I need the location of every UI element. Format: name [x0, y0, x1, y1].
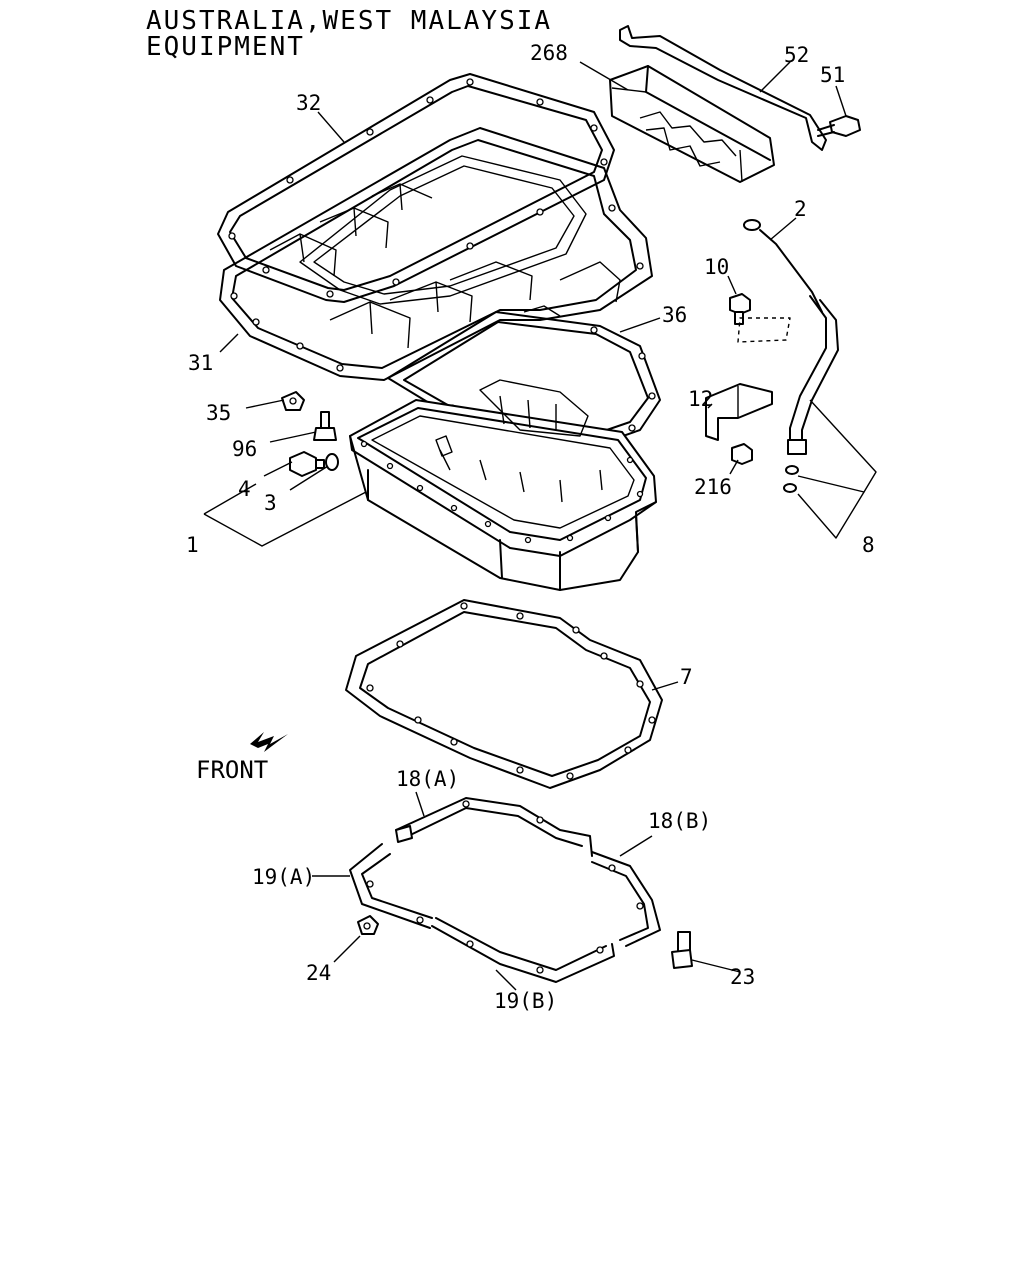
part-2-dipstick-tube [743, 219, 839, 455]
part-23-sensor [671, 931, 693, 969]
part-31-upper-oil-pan [219, 127, 653, 381]
part-8-o-rings [783, 465, 799, 493]
callout-3: 3 [264, 491, 277, 515]
part-10-bolt [729, 293, 751, 325]
callout-1: 1 [186, 533, 199, 557]
part-268-baffle [609, 65, 775, 183]
callout-2: 2 [794, 197, 807, 221]
part-1-lower-oil-pan [349, 379, 657, 591]
callout-19b: 19(B) [494, 989, 557, 1013]
callout-51: 51 [820, 63, 845, 87]
callout-4: 4 [238, 477, 251, 501]
callout-12: 12 [688, 387, 713, 411]
part-32-upper-gasket [217, 73, 615, 303]
part-51-bolt [817, 115, 861, 137]
callout-31: 31 [188, 351, 213, 375]
front-arrow-icon [250, 732, 288, 752]
callout-35: 35 [206, 401, 231, 425]
callout-216: 216 [694, 475, 732, 499]
part-52-bracket [619, 25, 827, 151]
callout-8: 8 [862, 533, 875, 557]
part-12-bracket [705, 317, 791, 441]
part-3-washer [325, 453, 339, 471]
callout-96: 96 [232, 437, 257, 461]
part-18-19-gasket-segments [349, 797, 661, 983]
callout-32: 32 [296, 91, 321, 115]
part-4-drain-plug [289, 451, 325, 477]
callout-24: 24 [306, 961, 331, 985]
leader-lines [203, 61, 877, 991]
callout-18a: 18(A) [396, 767, 459, 791]
diagram-title-line1: AUSTRALIA,WEST MALAYSIA [146, 6, 553, 36]
callout-36: 36 [662, 303, 687, 327]
callout-10: 10 [704, 255, 729, 279]
callout-23: 23 [730, 965, 755, 989]
part-96-bolt [313, 411, 337, 441]
part-35-nut [281, 391, 305, 411]
part-216-bolt [731, 443, 753, 465]
callout-52: 52 [784, 43, 809, 67]
diagram-title-line2: EQUIPMENT [146, 32, 305, 62]
callout-7: 7 [680, 665, 693, 689]
part-24-nut [357, 915, 379, 935]
part-7-lower-gasket [345, 599, 663, 789]
callout-18b: 18(B) [648, 809, 711, 833]
front-label: FRONT [196, 756, 268, 784]
callout-19a: 19(A) [252, 865, 315, 889]
callout-268: 268 [530, 41, 568, 65]
